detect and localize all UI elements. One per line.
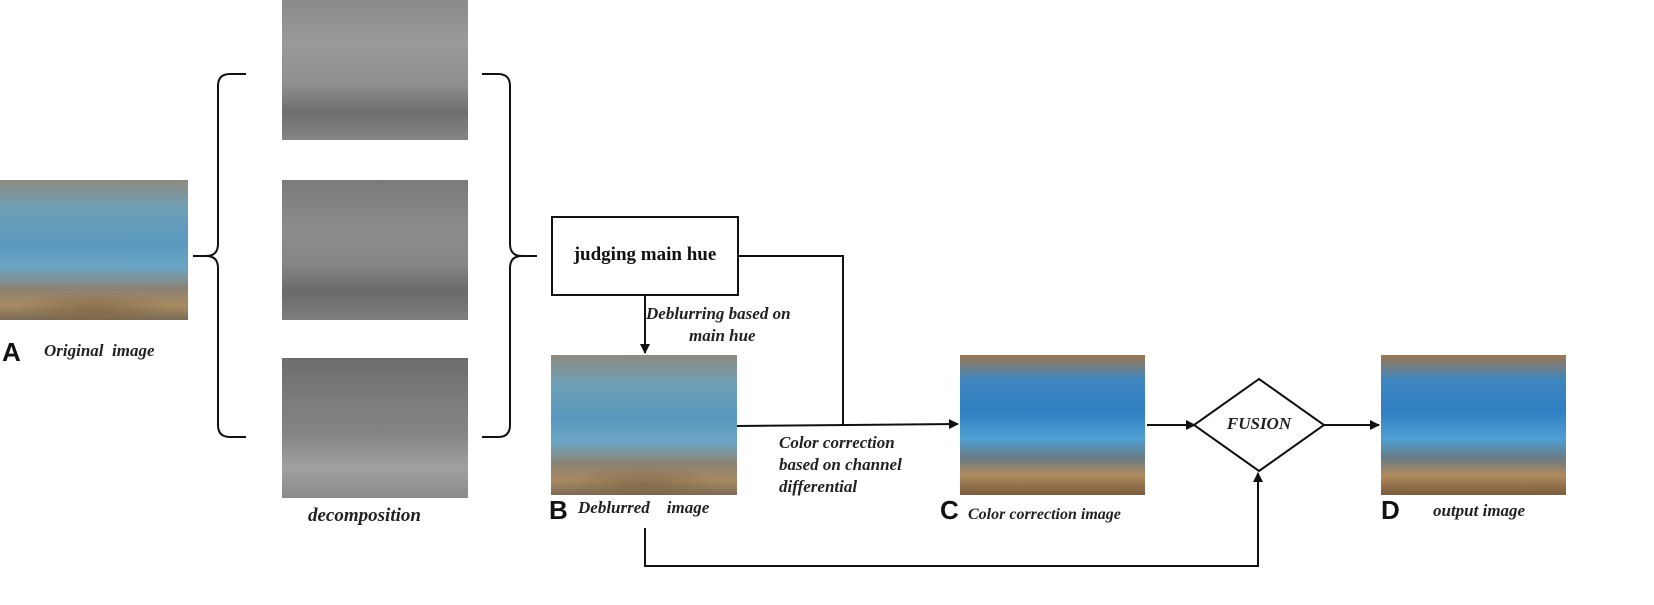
output-image-caption: output image bbox=[1433, 501, 1526, 520]
decomposition-channel-2-image bbox=[282, 180, 468, 320]
original-image bbox=[0, 180, 188, 320]
decomposition-channel-3-image bbox=[282, 358, 468, 498]
original-image-caption: Original image bbox=[44, 341, 155, 360]
color-correction-step-label-line3: differential bbox=[779, 477, 858, 496]
decomposition-channel-1-image bbox=[282, 0, 468, 140]
deblurred-image-caption: Deblurred image bbox=[578, 498, 710, 517]
judging-main-hue-label: judging main hue bbox=[573, 244, 717, 265]
deblur-step-label-line1: Deblurring based on bbox=[646, 304, 791, 323]
label-b: B bbox=[549, 495, 568, 525]
b-to-fusion-line bbox=[644, 472, 1263, 567]
color-correction-image bbox=[960, 355, 1145, 495]
deblur-step-label-line2: main hue bbox=[689, 326, 756, 345]
deblurred-image bbox=[551, 355, 737, 495]
fusion-label: FUSION bbox=[1226, 414, 1292, 433]
color-correction-step-label-line1: Color correction bbox=[779, 433, 895, 452]
right-brace bbox=[482, 73, 537, 438]
b-to-c-arrow bbox=[736, 419, 959, 430]
color-correction-step-label-line2: based on channel bbox=[779, 455, 902, 474]
color-correction-image-caption: Color correction image bbox=[968, 506, 1121, 523]
decomposition-caption: decomposition bbox=[308, 505, 421, 526]
output-image bbox=[1381, 355, 1566, 495]
label-c: C bbox=[940, 495, 959, 525]
hue-to-color-correction-line bbox=[738, 255, 844, 425]
fusion-diamond bbox=[1192, 377, 1326, 473]
label-a: A bbox=[2, 337, 21, 367]
label-d: D bbox=[1381, 495, 1400, 525]
left-brace bbox=[193, 73, 246, 438]
